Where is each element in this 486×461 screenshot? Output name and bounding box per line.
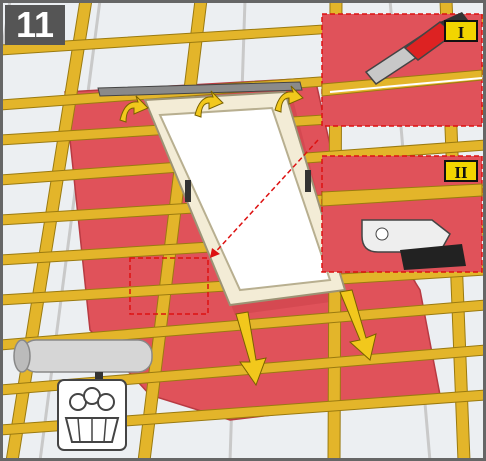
detail-label-2: II: [444, 160, 478, 182]
detail-label-1: I: [444, 20, 478, 42]
shopping-basket-icon: [58, 380, 126, 450]
step-number-badge: 11: [5, 5, 65, 45]
frame-bracket-right: [305, 170, 311, 192]
frame-bracket-left: [185, 180, 191, 202]
